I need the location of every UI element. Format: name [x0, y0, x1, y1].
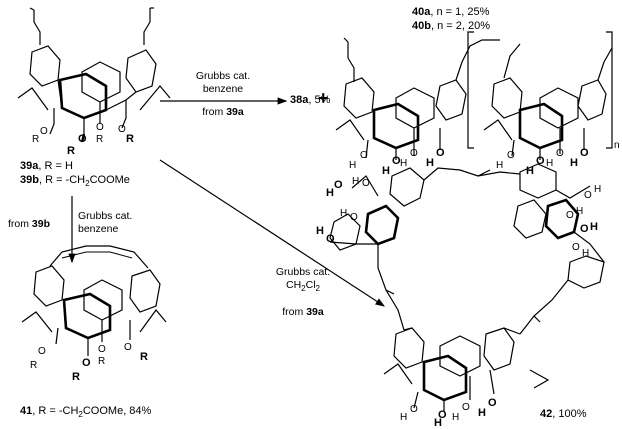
atom-o-40-2: O — [392, 155, 401, 167]
atom-r-41-3: R — [98, 356, 106, 367]
atom-r-41-1: R — [30, 360, 38, 371]
atom-o-42-8: O — [572, 242, 580, 253]
atom-o-40-6: O — [536, 155, 545, 167]
atom-o-41-2: O — [82, 357, 91, 369]
label-39a: 39a, R = H — [20, 160, 73, 172]
atom-h-40-3: H — [400, 158, 408, 169]
atom-r-41-2: R — [72, 371, 80, 383]
atom-h-42-10: H — [434, 417, 442, 429]
atom-o-40-3: O — [410, 148, 418, 159]
label-40b: 40b, n = 2, 20% — [412, 20, 490, 32]
atom-o-39-4: O — [118, 124, 126, 135]
atom-o-42-9: O — [410, 404, 418, 415]
arrow-diagonal — [159, 159, 386, 307]
label-41: 41, R = -CH2COOMe, 84% — [20, 405, 152, 420]
label-40a: 40a, n = 1, 25% — [412, 6, 490, 18]
atom-h-42-2: H — [352, 176, 360, 187]
atom-h-40-8: H — [570, 157, 578, 169]
atom-h-42-4: H — [316, 225, 324, 237]
atom-o-42-6: O — [566, 210, 574, 221]
top-arrow-source: from 39a — [202, 106, 244, 118]
atom-r-39-2: R — [67, 145, 75, 157]
atom-h-40-4: H — [426, 157, 434, 169]
atom-o-42-7: O — [580, 223, 589, 235]
atom-o-42-2: O — [362, 178, 370, 189]
atom-r-39-3: R — [96, 134, 104, 145]
atom-h-40-6: H — [526, 165, 534, 177]
calixarene-39-structure — [17, 7, 171, 143]
atom-o-40-8: O — [580, 147, 589, 159]
atom-h-42-11: H — [452, 412, 460, 423]
atom-o-39-3: O — [96, 122, 104, 133]
atom-r-39-4: R — [126, 133, 134, 145]
atom-o-42-5: O — [584, 190, 592, 201]
atom-o-40-7: O — [556, 148, 564, 159]
label-42: 42, 100% — [540, 408, 587, 420]
calixarene-41-structure — [21, 245, 167, 356]
atom-h-42-5: H — [594, 184, 602, 195]
atom-h-42-9: H — [400, 412, 408, 423]
calixarene-42-structure — [329, 163, 605, 412]
diag-arrow-conditions: Grubbs cat. CH2Cl2 — [275, 266, 331, 294]
atom-h-42-8: H — [582, 248, 590, 259]
atom-h-42-6: H — [576, 206, 584, 217]
atom-o-42-1: O — [334, 179, 343, 191]
atom-h-42-3: H — [340, 208, 348, 219]
atom-h-42-12: H — [478, 407, 486, 419]
repeat-n: n — [614, 140, 620, 151]
top-arrow-conditions: Grubbs cat. benzene — [195, 70, 251, 95]
atom-h-40-2: H — [382, 165, 390, 177]
atom-o-40-4: O — [436, 147, 445, 159]
atom-o-41-1: O — [38, 346, 46, 357]
calixarene-40-structure — [335, 31, 613, 160]
atom-o-42-4: O — [326, 233, 335, 245]
atom-o-42-10: O — [438, 409, 447, 421]
atom-o-40-1: O — [360, 150, 368, 161]
atom-o-39-2: O — [78, 133, 87, 145]
down-arrow-source: from 39b — [8, 218, 51, 230]
diag-arrow-source: from 39a — [282, 306, 324, 318]
atom-r-39-1: R — [32, 134, 40, 145]
plus-sign: + — [318, 88, 329, 108]
label-38a: 38a, 5% — [290, 94, 331, 106]
atom-h-42-7: H — [590, 221, 598, 233]
atom-o-42-11: O — [462, 402, 470, 413]
atom-h-40-7: H — [546, 158, 554, 169]
atom-h-40-5: H — [496, 160, 504, 171]
atom-o-40-5: O — [507, 150, 515, 161]
atom-o-41-4: O — [124, 342, 132, 353]
atom-h-40-1: H — [349, 160, 357, 171]
atom-h-42-1: H — [326, 187, 334, 199]
atom-o-42-12: O — [488, 397, 497, 409]
atom-r-41-4: R — [140, 351, 148, 363]
down-arrow-conditions: Grubbs cat. benzene — [78, 210, 133, 235]
atom-o-42-3: O — [350, 212, 358, 223]
atom-o-41-3: O — [98, 344, 106, 355]
reaction-arrows — [68, 97, 386, 307]
atom-o-39-1: O — [40, 126, 48, 137]
label-39b: 39b, R = -CH2COOMe — [20, 174, 130, 189]
